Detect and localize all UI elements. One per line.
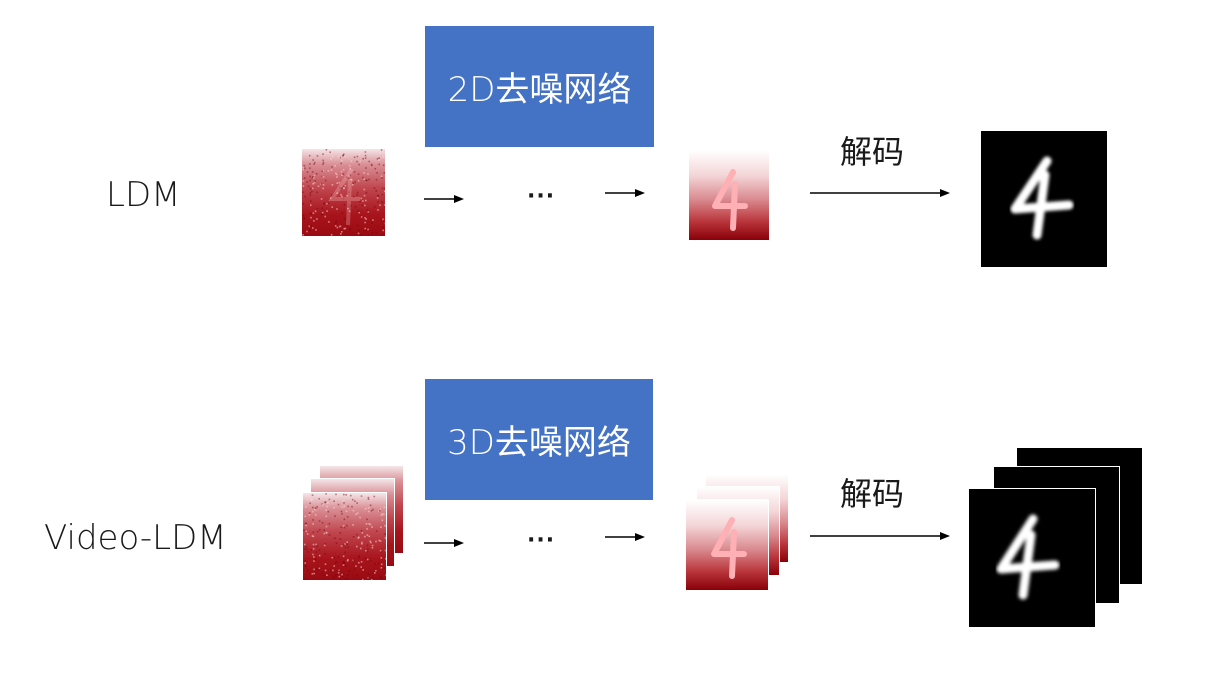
denoise-network-2d-box: 2D去噪网络 <box>425 26 654 147</box>
denoise-network-2d-label: 2D去噪网络 <box>447 70 632 110</box>
arrow-steps-to-clean <box>605 186 645 200</box>
arrow-decode-ldm <box>810 186 950 200</box>
noise-speckles <box>303 493 386 580</box>
decoded-digit-glyph <box>1010 156 1074 240</box>
denoised-latent-image <box>689 150 769 240</box>
noise-texture-video <box>303 493 386 580</box>
arrow-decode-video-ldm <box>810 529 950 543</box>
latent-digit-glyph <box>712 169 748 231</box>
latent-digit-glyph-video <box>711 517 747 579</box>
noise-speckles <box>302 149 385 236</box>
arrow-noisy-to-steps-video <box>424 536 464 550</box>
steps-ellipsis: ··· <box>527 184 556 209</box>
row-label-ldm: LDM <box>106 175 181 215</box>
decode-label-video-ldm: 解码 <box>840 475 905 513</box>
denoise-network-3d-box: 3D去噪网络 <box>425 379 653 500</box>
denoise-network-3d-label: 3D去噪网络 <box>447 423 631 463</box>
noisy-latent-frame-1 <box>303 493 386 580</box>
noise-texture <box>302 149 385 236</box>
faint-digit <box>328 167 360 226</box>
decoded-output-image <box>981 131 1107 267</box>
steps-ellipsis-video: ··· <box>527 528 556 553</box>
arrow-noisy-to-steps <box>424 192 464 206</box>
noisy-latent-image <box>302 149 385 236</box>
decode-label-ldm: 解码 <box>840 133 905 171</box>
denoised-latent-frame-1 <box>686 500 768 590</box>
row-label-video-ldm: Video-LDM <box>44 518 227 558</box>
arrow-steps-to-clean-video <box>605 530 645 544</box>
decoded-output-frame-1 <box>969 489 1095 627</box>
decoded-digit-glyph-video <box>996 514 1060 600</box>
